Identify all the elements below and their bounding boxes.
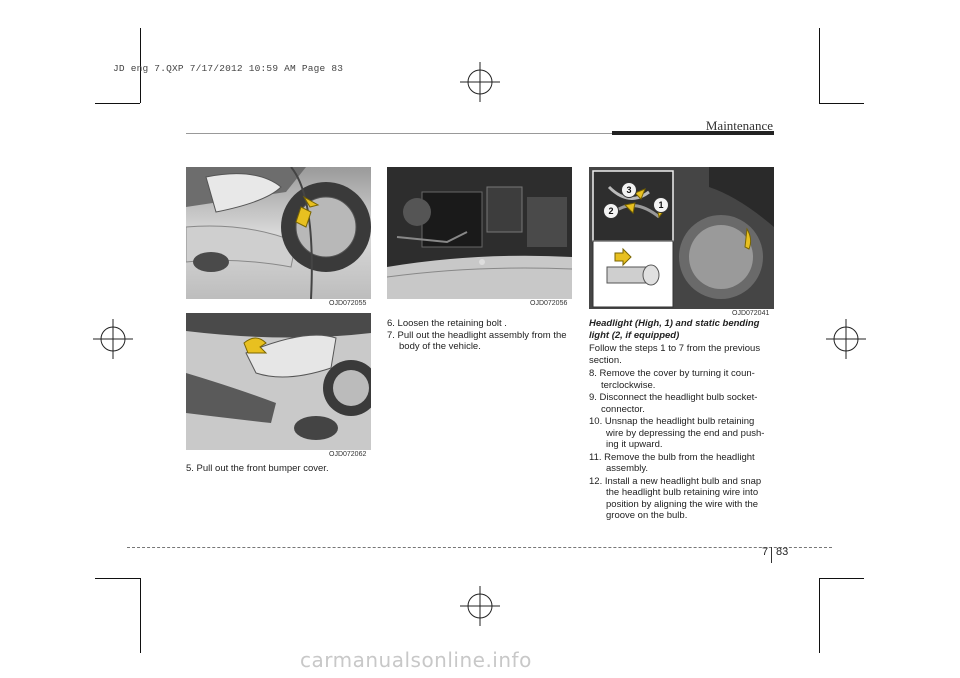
section-heading: Headlight (High, 1) and static bending l… [589, 318, 760, 341]
figure-code-1: OJD072055 [329, 300, 367, 307]
headlight-assembly-photo [589, 167, 774, 309]
figure-code-3: OJD072056 [530, 300, 568, 307]
callout-3: 3 [621, 182, 637, 198]
footer-dashed-rule [127, 547, 832, 548]
chapter-number: 7 [762, 546, 769, 558]
engine-bay-photo [387, 167, 572, 299]
step-6: 6. Loosen the retaining bolt . [387, 318, 507, 329]
crop-mark [140, 28, 141, 103]
column-1: 5. Pull out the front bumper cover. [186, 463, 371, 475]
crop-mark [819, 578, 820, 653]
bumper-photo-2 [186, 313, 371, 450]
print-slug: JD eng 7.QXP 7/17/2012 10:59 AM Page 83 [113, 63, 344, 74]
callout-1: 1 [653, 197, 669, 213]
step-5: 5. Pull out the front bumper cover. [186, 463, 329, 474]
crop-mark [95, 103, 140, 104]
crop-mark [95, 578, 140, 579]
step-10: 10. Unsnap the headlight bulb retaining … [589, 416, 765, 450]
header-rule [186, 133, 774, 134]
figure-code-2: OJD072062 [329, 451, 367, 458]
crop-mark [819, 28, 820, 103]
step-11: 11. Remove the bulb from the headlight a… [589, 451, 755, 475]
section-title: Maintenance [705, 118, 773, 133]
registration-mark-left [93, 319, 133, 359]
column-3: Headlight (High, 1) and static bending l… [589, 318, 774, 522]
step-8: 8. Remove the cover by turning it coun-t… [589, 368, 755, 391]
crop-mark [819, 578, 864, 579]
intro-paragraph: Follow the steps 1 to 7 from the previou… [589, 343, 761, 366]
page-number-divider [771, 547, 772, 563]
registration-mark-top [460, 62, 500, 102]
crop-mark [140, 578, 141, 653]
callout-2: 2 [603, 203, 619, 219]
column-2: 6. Loosen the retaining bolt . 7. Pull o… [387, 318, 572, 353]
step-9: 9. Disconnect the headlight bulb socket-… [589, 392, 758, 415]
figure-code-4: OJD072041 [732, 310, 770, 317]
step-12: 12. Install a new headlight bulb and sna… [589, 475, 762, 522]
site-watermark: carmanualsonline.info [300, 648, 532, 672]
registration-mark-bottom [460, 586, 500, 626]
bumper-photo-1 [186, 167, 371, 299]
page-number: 83 [776, 546, 789, 558]
registration-mark-right [826, 319, 866, 359]
crop-mark [819, 103, 864, 104]
step-7: 7. Pull out the headlight assembly from … [387, 329, 567, 353]
header-rule-accent [612, 131, 774, 135]
